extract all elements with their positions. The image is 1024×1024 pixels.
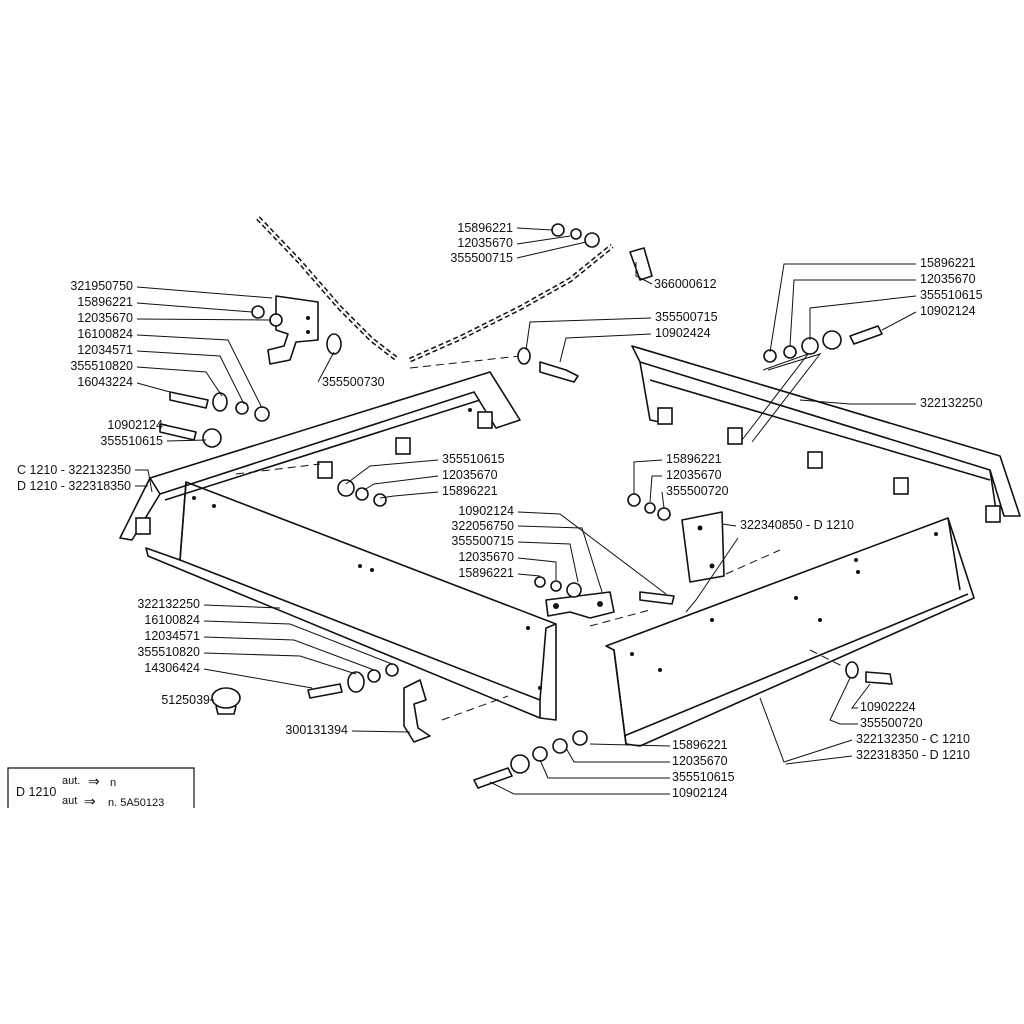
part-label: D 1210 - 322318350: [17, 479, 131, 493]
part-label: 355500720: [860, 716, 923, 730]
bracket-321950750: [267, 295, 319, 365]
part-label: 12035670: [672, 754, 728, 768]
part-label: 15896221: [458, 566, 514, 580]
part-label: 16100824: [77, 327, 133, 341]
part-label: 10902424: [655, 326, 711, 340]
part-label: 12035670: [457, 236, 513, 250]
part-label: 355510615: [442, 452, 505, 466]
note-line2-value: n. 5A50123: [108, 797, 164, 809]
note-line1-prefix: aut.: [62, 775, 80, 787]
note-line2-arrow: ⇒: [84, 793, 96, 809]
part-label: 12035670: [666, 468, 722, 482]
fasteners: [159, 223, 893, 789]
part-label: 355500715: [450, 251, 513, 265]
part-label: 10902124: [458, 504, 514, 518]
part-label: 10902224: [860, 700, 916, 714]
part-label: 355510615: [100, 434, 163, 448]
part-label: 12035670: [442, 468, 498, 482]
part-label: 321950750: [70, 279, 133, 293]
part-label: 10902124: [920, 304, 976, 318]
left-side-rail: [119, 371, 521, 541]
part-label: 355500715: [655, 310, 718, 324]
part-label: 300131394: [285, 723, 348, 737]
note-model: D 1210: [16, 785, 56, 799]
leader-lines: [135, 227, 917, 795]
part-label: 10902124: [107, 418, 163, 432]
note-line2-prefix: aut: [62, 795, 77, 807]
part-label: 15896221: [442, 484, 498, 498]
right-front-panel: [605, 517, 975, 747]
part-label: 12034571: [77, 343, 133, 357]
assembly-lines: [235, 463, 843, 721]
part-label: 355510615: [672, 770, 735, 784]
part-label: 12035670: [920, 272, 976, 286]
part-label: 355500720: [666, 484, 729, 498]
part-label: 12035670: [458, 550, 514, 564]
chain-center: [408, 244, 614, 363]
note-box: D 1210 aut. ⇒ n aut ⇒ n. 5A50123: [7, 767, 195, 809]
bracket-322056750: [545, 591, 615, 619]
chain-left: [256, 216, 400, 362]
part-label: 322340850 - D 1210: [740, 518, 854, 532]
part-label: 12035670: [77, 311, 133, 325]
part-label: 15896221: [666, 452, 722, 466]
part-label: 15896221: [457, 221, 513, 235]
part-label: 322318350 - D 1210: [856, 748, 970, 762]
plug-5125039: [211, 687, 241, 715]
part-labels: 15896221 12035670 355500715 366000612 32…: [17, 221, 983, 800]
part-label: 16043224: [77, 375, 133, 389]
part-label: 322132350 - C 1210: [856, 732, 970, 746]
part-label: 12034571: [144, 629, 200, 643]
left-front-panel: [145, 481, 557, 721]
part-label: 15896221: [920, 256, 976, 270]
part-label: 355500730: [322, 375, 385, 389]
part-label: 355500715: [451, 534, 514, 548]
part-label: 355510615: [920, 288, 983, 302]
part-label: 16100824: [144, 613, 200, 627]
part-label: 366000612: [654, 277, 717, 291]
note-line1-arrow: ⇒: [88, 773, 100, 789]
part-label: C 1210 - 322132350: [17, 463, 131, 477]
part-label: 322056750: [451, 519, 514, 533]
part-label: 322132250: [137, 597, 200, 611]
latch-300131394: [403, 679, 431, 743]
part-label: 355510820: [137, 645, 200, 659]
note-line1-value: n: [110, 777, 116, 789]
part-label: 322132250: [920, 396, 983, 410]
bracket-322340850: [681, 511, 725, 583]
part-label: 15896221: [77, 295, 133, 309]
part-label: 355510820: [70, 359, 133, 373]
part-label: 5125039: [161, 693, 210, 707]
part-label: 10902124: [672, 786, 728, 800]
right-side-rail: [631, 345, 1021, 523]
part-label: 14306424: [144, 661, 200, 675]
part-label: 15896221: [672, 738, 728, 752]
